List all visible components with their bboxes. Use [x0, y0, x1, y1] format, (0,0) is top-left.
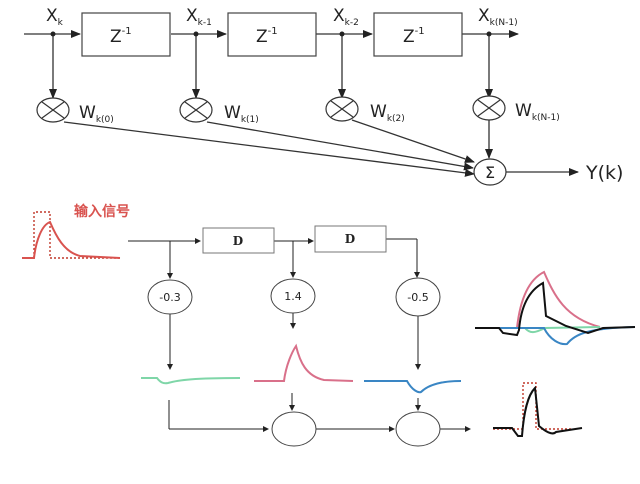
output-label: Y(k): [585, 162, 623, 184]
svg-text:D: D: [233, 234, 243, 248]
tap-junction-dots: [50, 31, 492, 37]
coefficient-node-0: -0.3: [147, 279, 193, 315]
svg-text:1.4: 1.4: [284, 290, 302, 303]
tap0-signal-plot: [141, 377, 241, 385]
tap1-signal-plot: [254, 343, 354, 382]
bottom-signal-lines: [128, 238, 471, 432]
w-label-3: Wk(N-1): [515, 101, 560, 123]
svg-text:Z-1: Z-1: [256, 26, 278, 47]
tap2-signal-plot: [364, 380, 462, 394]
sigma-icon: Σ: [485, 163, 495, 182]
x-label-3: Xk(N-1): [478, 6, 518, 28]
delay-block-d2: D: [314, 225, 387, 253]
x-label-0: Xk: [46, 6, 64, 28]
delay-block-z1: Z-1: [81, 12, 171, 57]
svg-text:Z-1: Z-1: [110, 26, 132, 47]
input-signal-label: 输入信号: [74, 203, 130, 220]
svg-text:D: D: [345, 232, 355, 246]
sum-node: Σ: [473, 158, 507, 186]
delay-block-z3: Z-1: [373, 12, 463, 57]
svg-text:-0.5: -0.5: [407, 291, 428, 304]
multiplier-icon-2: [325, 96, 359, 122]
svg-text:-0.3: -0.3: [159, 291, 180, 304]
w-label-0: Wk(0): [79, 103, 114, 125]
multiplier-icon-1: [179, 97, 213, 123]
top-signal-line: [24, 30, 579, 177]
w-label-1: Wk(1): [224, 103, 259, 125]
multiplier-icon-3: [472, 95, 506, 121]
w-label-2: Wk(2): [370, 102, 405, 124]
input-signal-plot: [22, 211, 121, 259]
combined-signals-plot: [475, 270, 636, 346]
svg-text:Z-1: Z-1: [403, 26, 425, 47]
sum-node-bottom-1: [271, 411, 317, 447]
sum-node-bottom-2: [395, 411, 441, 447]
coefficient-node-2: -0.5: [395, 277, 441, 317]
x-label-1: Xk-1: [186, 6, 212, 28]
output-signal-plot: [493, 382, 583, 437]
delay-block-d1: D: [202, 227, 275, 254]
multiplier-icon-0: [36, 97, 70, 123]
x-label-2: Xk-2: [333, 6, 359, 28]
delay-block-z2: Z-1: [227, 12, 317, 57]
coefficient-node-1: 1.4: [270, 278, 316, 314]
